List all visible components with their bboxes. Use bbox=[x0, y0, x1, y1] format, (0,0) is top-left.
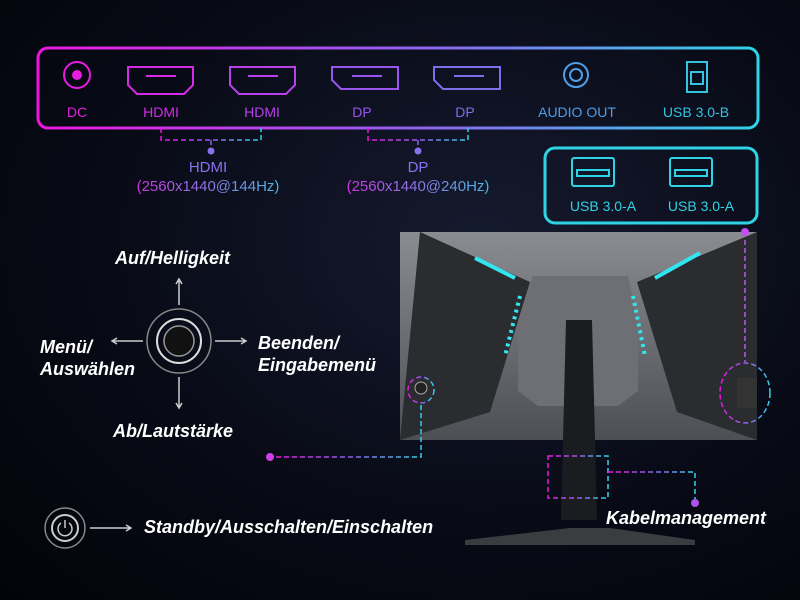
cable-management-label: Kabelmanagement bbox=[606, 508, 767, 528]
hdmi-group-spec: (2560x1440@144Hz) bbox=[108, 177, 308, 196]
power-button-icon bbox=[44, 507, 133, 549]
dp-group-label: DP (2560x1440@240Hz) bbox=[318, 158, 518, 196]
cable-leader bbox=[608, 471, 696, 502]
hdmi-port-icon bbox=[127, 66, 194, 95]
cable-management-box bbox=[547, 455, 609, 499]
hdmi-port-icon bbox=[229, 66, 296, 95]
joystick-up-label: Auf/Helligkeit bbox=[115, 248, 231, 268]
usb-a-icon bbox=[669, 157, 713, 187]
dp-bracket bbox=[367, 128, 469, 150]
port-label-usb-a-1: USB 3.0-A bbox=[569, 198, 637, 214]
port-label-hdmi-2: HDMI bbox=[244, 104, 280, 120]
usb-a-icon bbox=[571, 157, 615, 187]
displayport-icon bbox=[433, 66, 501, 90]
joystick-leader bbox=[270, 405, 422, 458]
hdmi-group-name: HDMI bbox=[188, 159, 228, 176]
port-label-dp-1: DP bbox=[352, 104, 372, 120]
monitor-back-illustration bbox=[400, 232, 757, 545]
usb-a-panel bbox=[543, 146, 759, 225]
displayport-icon bbox=[331, 66, 399, 90]
dp-group-name: DP bbox=[407, 159, 429, 176]
joystick-right-label: Beenden/ Eingabemenü bbox=[258, 333, 377, 375]
dc-power-icon bbox=[63, 61, 91, 89]
port-label-usb-b: USB 3.0-B bbox=[662, 104, 730, 120]
joystick-icon bbox=[110, 277, 248, 410]
dp-group-spec: (2560x1440@240Hz) bbox=[318, 177, 518, 196]
port-label-dp-2: DP bbox=[455, 104, 475, 120]
power-label: Standby/Ausschalten/Einschalten bbox=[144, 517, 434, 537]
hdmi-group-label: HDMI (2560x1440@144Hz) bbox=[108, 158, 308, 196]
port-label-hdmi-1: HDMI bbox=[143, 104, 179, 120]
port-label-audio-out: AUDIO OUT bbox=[538, 104, 616, 120]
usb-b-icon bbox=[686, 61, 708, 93]
audio-jack-icon bbox=[563, 62, 589, 88]
joystick-left-label: Menü/ Auswählen bbox=[40, 337, 136, 379]
hdmi-bracket bbox=[160, 128, 262, 150]
port-panel bbox=[36, 46, 760, 130]
joystick-down-label: Ab/Lautstärke bbox=[113, 421, 234, 441]
port-label-dc: DC bbox=[66, 104, 88, 120]
port-label-usb-a-2: USB 3.0-A bbox=[667, 198, 735, 214]
